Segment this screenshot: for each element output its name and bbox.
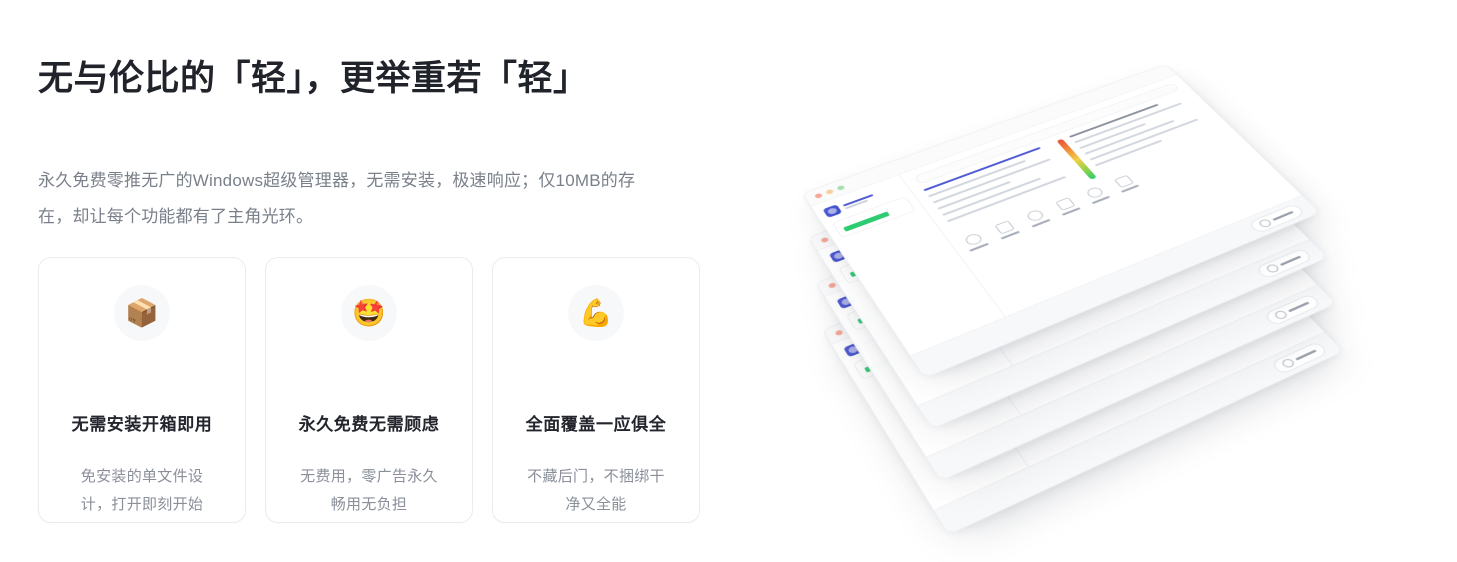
window-stack xyxy=(801,58,1398,536)
feature-card-list: 📦 无需安装开箱即用 免安装的单文件设计，打开即刻开始 🤩 永久免费无需顾虑 无… xyxy=(38,257,700,523)
hero-subtitle: 永久免费零推无广的Windows超级管理器，无需安装，极速响应；仅10MB的存在… xyxy=(38,171,636,226)
brand-name xyxy=(842,193,876,210)
maximize-icon[interactable] xyxy=(836,184,846,191)
feature-card-description: 无费用，零广告永久畅用无负担 xyxy=(300,468,438,513)
close-icon[interactable] xyxy=(834,329,844,336)
close-icon[interactable] xyxy=(813,192,823,199)
minimize-icon[interactable] xyxy=(824,188,835,195)
feature-card[interactable]: 🤩 永久免费无需顾虑 无费用，零广告永久畅用无负担 xyxy=(265,257,473,523)
feature-card-title: 无需安装开箱即用 xyxy=(71,415,213,434)
tool-icon[interactable] xyxy=(1022,208,1051,228)
search-input[interactable] xyxy=(913,82,1181,185)
feature-card-emoji: 🤩 xyxy=(352,297,386,328)
feature-card[interactable]: 📦 无需安装开箱即用 免安装的单文件设计，打开即刻开始 xyxy=(38,257,246,523)
feature-card-title: 全面覆盖一应俱全 xyxy=(525,415,667,434)
tool-icon[interactable] xyxy=(992,220,1021,240)
flexed-biceps-icon: 💪 xyxy=(568,285,624,341)
feature-card[interactable]: 💪 全面覆盖一应俱全 不藏后门，不捆绑干净又全能 xyxy=(492,257,700,523)
health-gauge xyxy=(1055,138,1097,180)
tool-icon[interactable] xyxy=(1111,174,1140,193)
tool-icon-row xyxy=(961,136,1240,252)
star-struck-icon: 🤩 xyxy=(341,285,397,341)
window-titlebar xyxy=(802,64,1177,207)
hero-text-column: 无与伦比的「轻」，更举重若「轻」 永久免费零推无广的Windows超级管理器，无… xyxy=(38,0,718,562)
close-icon[interactable] xyxy=(827,281,837,289)
feature-card-emoji: 💪 xyxy=(579,297,613,328)
feature-card-title: 永久免费无需顾虑 xyxy=(298,415,440,434)
feature-card-emoji: 📦 xyxy=(125,297,159,328)
close-icon[interactable] xyxy=(819,236,830,243)
feature-card-description: 不藏后门，不捆绑干净又全能 xyxy=(527,468,665,513)
tool-icon[interactable] xyxy=(1053,197,1081,216)
progress-bar xyxy=(843,211,890,232)
tool-icon[interactable] xyxy=(1082,185,1111,205)
tool-icon[interactable] xyxy=(961,232,990,252)
content-column xyxy=(923,143,1083,231)
brand-logo-icon xyxy=(822,204,843,218)
package-icon: 📦 xyxy=(114,285,170,341)
resource-meter xyxy=(831,196,916,239)
page-title: 无与伦比的「轻」，更举重若「轻」 xyxy=(38,59,589,98)
content-column xyxy=(1068,94,1221,175)
feature-card-description: 免安装的单文件设计，打开即刻开始 xyxy=(80,468,204,513)
product-screenshot-stack xyxy=(801,58,1398,536)
